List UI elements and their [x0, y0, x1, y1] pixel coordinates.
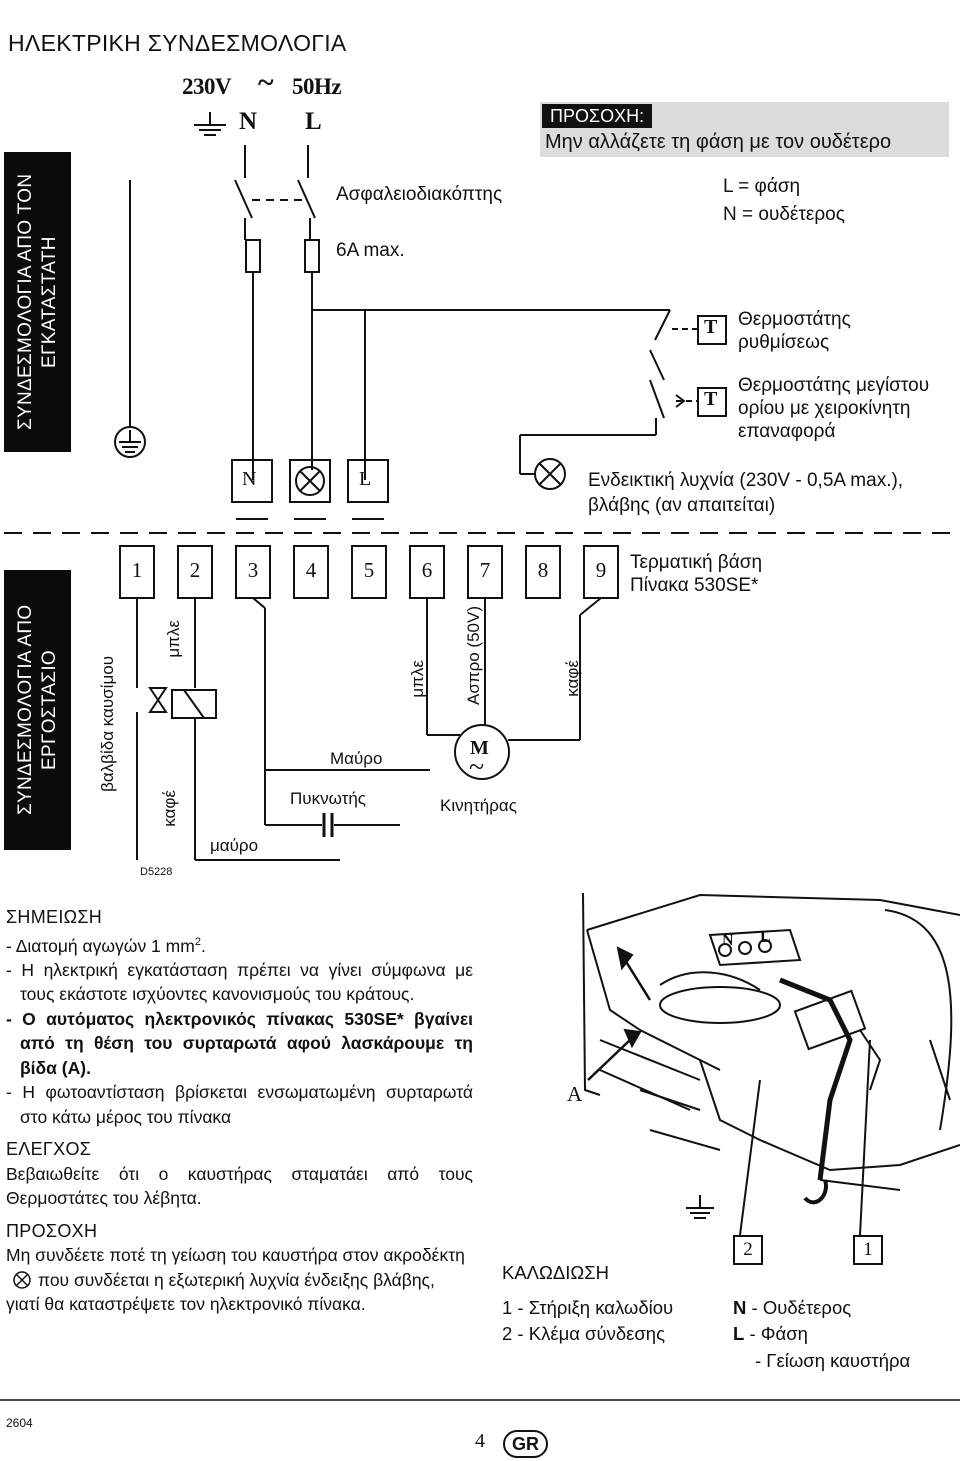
- fuse-label: 6A max.: [336, 240, 405, 261]
- neutral-definition: N = ουδέτερος: [723, 204, 845, 225]
- burner-terminal-l: L: [760, 929, 771, 946]
- legend-item-1: 1 - Στήριξη καλωδίου: [502, 1297, 674, 1318]
- burner-drawing: [582, 892, 960, 1236]
- footer-code: 2604: [6, 1416, 33, 1430]
- supply-tilde: ~: [258, 66, 274, 99]
- external-lamp-icon: [534, 458, 566, 490]
- phase-definition: L = φάση: [723, 176, 801, 197]
- fuse-n: [245, 239, 261, 273]
- terminal-number-6: 6: [421, 558, 433, 582]
- factory-banner: ΣΥΝΔΕΣΜΟΛΟΓΙΑ ΑΠΟ ΕΡΓΟΣΤΑΣΙΟ: [4, 570, 71, 850]
- legend-item-2: 2 - Κλέμα σύνδεσης: [502, 1323, 666, 1344]
- valve-wire-brown: καφέ: [160, 790, 179, 827]
- callout-1: 1: [853, 1235, 883, 1265]
- motor-letter: M: [470, 737, 489, 759]
- check-heading: ΕΛΕΓΧΟΣ: [6, 1139, 92, 1160]
- note-wire-section: - Διατομή αγωγών 1 mm2.: [6, 935, 206, 956]
- fuse-l: [304, 239, 320, 273]
- note-regulations: - Η ηλεκτρική εγκατάσταση πρέπει να γίνε…: [6, 959, 473, 1005]
- valve-label: βαλβίδα καυσίμου: [98, 656, 117, 792]
- fuel-valve-icon: [148, 687, 217, 719]
- notes-heading: ΣΗΜΕΙΩΣΗ: [6, 907, 103, 927]
- thermostat-2-letter: T: [704, 388, 718, 410]
- check-text: Βεβαιωθείτε ότι ο καυστήρας σταματάει απ…: [6, 1163, 473, 1209]
- terminal-number-1: 1: [131, 558, 143, 582]
- motor-icon: [454, 724, 510, 780]
- callout-2: 2: [733, 1235, 763, 1265]
- legend-ground-text: - Γείωση καυστήρα: [755, 1350, 911, 1371]
- terminal-number-7: 7: [479, 558, 491, 582]
- note-panel-removal: - Ο αυτόματος ηλεκτρονικός πίνακας 530SE…: [6, 1008, 473, 1078]
- inline-lamp-icon: [13, 1271, 31, 1289]
- terminal-strip-label-2: Πίνακα 530SE*: [630, 575, 759, 596]
- legend-term-n: N - Ουδέτερος: [733, 1297, 852, 1318]
- motor-wire-white: Ασπρο (50V): [464, 606, 483, 705]
- page-title: ΗΛΕΚΤΡΙΚΗ ΣΥΝΔΕΣΜΟΛΟΓΙΑ: [8, 30, 347, 56]
- legend-term-l: L - Φάση: [733, 1323, 808, 1344]
- page-number: 4: [475, 1430, 485, 1452]
- supply-ground-icon: [194, 112, 226, 136]
- note-photocell: - Η φωτοαντίσταση βρίσκεται ενσωματωμένη…: [6, 1082, 473, 1127]
- installer-banner: ΣΥΝΔΕΣΜΟΛΟΓΙΑ ΑΠΟ ΤΟΝ ΕΓΚΑΤΑΣΤΑΤΗ: [4, 152, 71, 452]
- burner-terminal-n: N: [722, 932, 734, 949]
- lamp-note-1: Ενδεικτική λυχνία (230V - 0,5A max.),: [588, 470, 904, 491]
- terminal-number-3: 3: [247, 558, 259, 582]
- terminal-number-9: 9: [595, 558, 607, 582]
- block-n-label: N: [242, 468, 257, 490]
- terminal-box-lamp: [289, 459, 331, 503]
- breaker-label: Ασφαλειοδιακόπτης: [336, 184, 503, 205]
- supply-frequency: 50Hz: [292, 74, 342, 99]
- factory-banner-text: ΣΥΝΔΕΣΜΟΛΟΓΙΑ ΑΠΟ ΕΡΓΟΣΤΑΣΙΟ: [14, 604, 60, 816]
- supply-line: L: [305, 108, 322, 135]
- terminal-number-5: 5: [363, 558, 375, 582]
- capacitor-label: Πυκνωτής: [290, 789, 366, 808]
- drawing-code: D5228: [140, 866, 173, 878]
- caution-text: Μη συνδέετε ποτέ τη γείωση του καυστήρα …: [6, 1245, 465, 1315]
- language-badge: GR: [503, 1430, 548, 1458]
- terminal-strip-label-1: Τερματική βάση: [630, 552, 763, 573]
- terminal-number-8: 8: [537, 558, 549, 582]
- notes-column: ΣΗΜΕΙΩΣΗ - Διατομή αγωγών 1 mm2. - Η ηλε…: [6, 905, 473, 1317]
- thermostat-1-letter: T: [704, 316, 718, 338]
- motor-label: Κινητήρας: [440, 796, 517, 815]
- capacitor-icon: [322, 813, 334, 837]
- valve-wire-black: μαύρο: [210, 836, 259, 855]
- thermostat-2-label: Θερμοστάτης μεγίστου ορίου με χειροκίνητ…: [738, 375, 930, 442]
- supply-neutral: N: [239, 108, 258, 135]
- valve-wire-blue: μπλε: [164, 620, 183, 658]
- warning-text: Μην αλλάζετε τη φάση με τον ουδέτερο: [545, 131, 892, 153]
- installer-banner-text: ΣΥΝΔΕΣΜΟΛΟΓΙΑ ΑΠΟ ΤΟΝ ΕΓΚΑΤΑΣΤΑΤΗ: [14, 173, 60, 431]
- terminal-number-2: 2: [189, 558, 201, 582]
- terminal-number-4: 4: [305, 558, 317, 582]
- terminal-box-n: [231, 459, 273, 503]
- thermostat-1-label: Θερμοστάτης ρυθμίσεως: [738, 309, 851, 353]
- capacitor-wire-black: Μαύρο: [330, 749, 383, 768]
- block-l-label: L: [359, 468, 372, 490]
- installer-ground-icon: [114, 180, 146, 458]
- warning-tag: ΠΡΟΣΟΧΗ:: [542, 104, 653, 128]
- callout-a: A: [567, 1082, 583, 1106]
- terminal-box-l: [347, 459, 389, 503]
- legend-heading: ΚΑΛΩΔΙΩΣΗ: [502, 1262, 609, 1283]
- motor-tilde: ~: [469, 752, 485, 783]
- motor-wire-blue: μπλε: [408, 660, 427, 698]
- supply-voltage: 230V: [182, 74, 232, 99]
- fault-lamp-icon: [295, 466, 325, 496]
- caution-heading: ΠΡΟΣΟΧΗ: [6, 1220, 98, 1241]
- motor-wire-brown: καφέ: [563, 660, 582, 697]
- lamp-note-2: βλάβης (αν απαιτείται): [588, 495, 776, 516]
